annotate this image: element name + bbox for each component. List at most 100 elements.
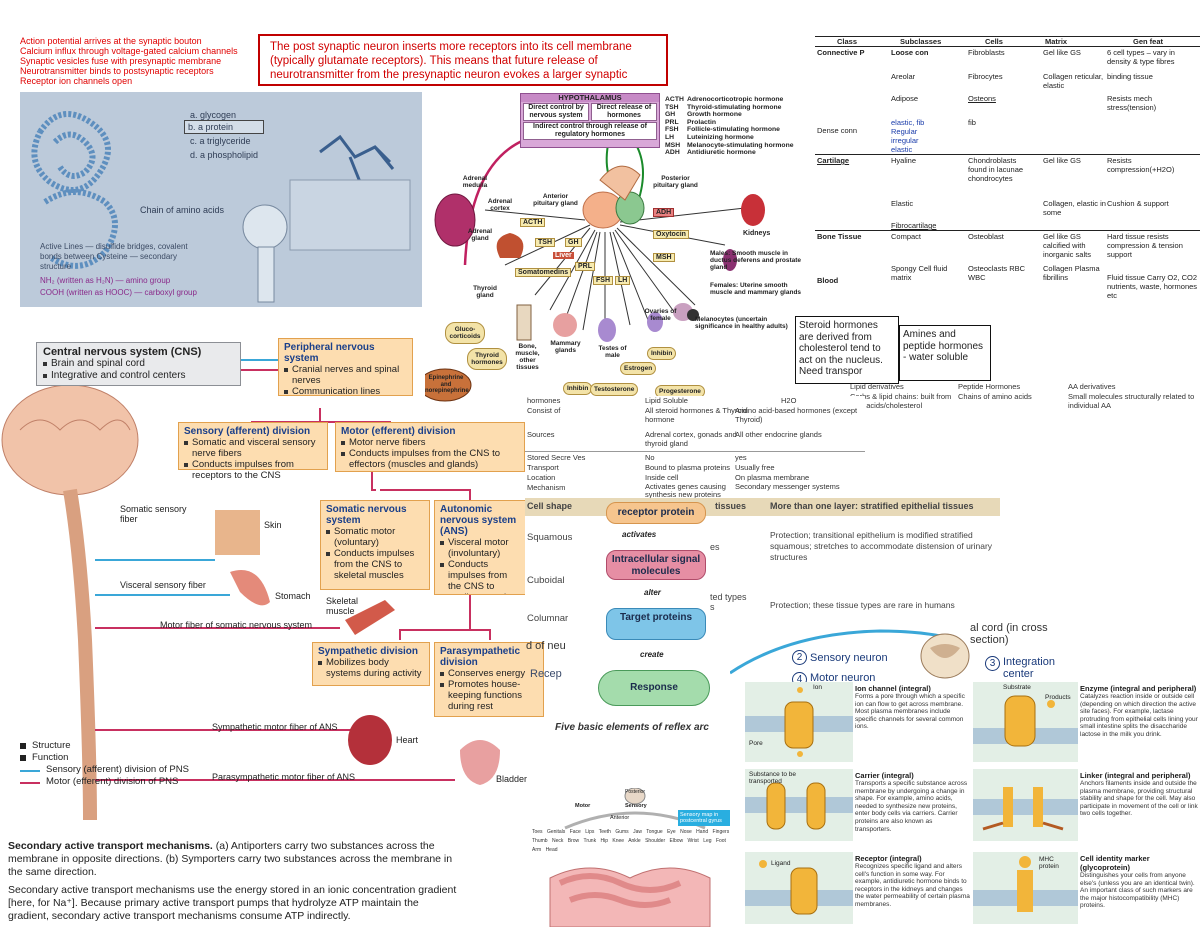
tissue-cell: Loose con xyxy=(891,48,929,57)
receptor-illustration: Ligand xyxy=(745,852,853,924)
parasympathetic-item: Promotes house-keeping functions during … xyxy=(440,679,538,712)
ion-channel-illustration: Ion Pore xyxy=(745,682,853,762)
label-somatomedins: Somatomedins xyxy=(515,268,572,277)
label-epinephrine: Epinephrine and norepinephrine xyxy=(425,375,469,394)
body-part: Hand xyxy=(696,829,709,835)
sol-cell: Stored Secre Ves xyxy=(527,453,586,462)
ans-item: Conducts impulses from the CNS to cardia… xyxy=(440,559,520,594)
label-integration-center: 3 Integration center xyxy=(985,656,1063,680)
motor-division-box: Motor (efferent) division Motor nerve fi… xyxy=(335,422,525,472)
tissue-cell: Adipose xyxy=(891,94,919,103)
identity-marker-desc: Cell identity marker (glycoprotein) Dist… xyxy=(1080,854,1200,910)
cns-box: Central nervous system (CNS) Brain and s… xyxy=(36,342,241,386)
enzyme-illustration: Substrate Products xyxy=(973,682,1078,762)
carrier-desc: Carrier (integral) Transports a specific… xyxy=(855,771,970,833)
pns-title: Peripheral nervous system xyxy=(284,342,375,364)
label-testes: Testes of male xyxy=(598,345,627,359)
sol-cell: Mechanism xyxy=(527,483,566,492)
cortex-drawing xyxy=(549,788,711,927)
tissue-cell: Resists compression(+H2O) xyxy=(1107,156,1175,174)
option-glycogen: a. glycogen xyxy=(190,110,237,120)
ltp-note-text: The post synaptic neuron inserts more re… xyxy=(270,41,632,81)
sol-cell: Bound to plasma proteins xyxy=(645,463,731,472)
tissue-cell: Gel like GS xyxy=(1043,156,1081,165)
option-phospholipid: d. a phospholipid xyxy=(190,150,259,160)
label-estrogen: Estrogen xyxy=(620,362,657,375)
label-bladder: Bladder xyxy=(496,774,528,784)
tissue-cell: Blood xyxy=(817,276,839,285)
epithelial-row-text: Protection; these tissue types are rare … xyxy=(770,600,955,610)
tag-substrate: Substrate xyxy=(1003,684,1031,691)
tissue-cell: Collagen reticular, elastic xyxy=(1043,72,1104,90)
hormone-col-lipid: Lipid derivatives xyxy=(850,382,904,391)
label-parasympathetic-motor: Parasympathetic motor fiber of ANS xyxy=(212,772,356,782)
tissue-cell: Dense conn xyxy=(817,126,858,135)
label-glucocorticoids: Gluco-corticoids xyxy=(445,322,485,344)
sol-cell: Sources xyxy=(527,430,555,439)
body-part: Hip xyxy=(600,838,608,844)
body-part: Thumb xyxy=(532,838,548,844)
ns-legend: Structure Function Sensory (afferent) di… xyxy=(20,740,200,788)
sol-cell: Inside cell xyxy=(645,473,679,482)
label-fsh: FSH xyxy=(593,276,613,285)
epithelial-header-left: Cell shape xyxy=(527,501,573,511)
sol-cell: Amino acid-based hormones (except Thyroi… xyxy=(735,406,858,424)
label-females: Females: Uterine smooth muscle and mamma… xyxy=(710,282,802,296)
sol-cell: Consist of xyxy=(527,406,561,415)
ans-box: Autonomic nervous system (ANS) Visceral … xyxy=(434,500,526,595)
somatic-item: Somatic motor (voluntary) xyxy=(326,526,424,548)
legend-motor: Motor (efferent) division of PNS xyxy=(20,776,200,788)
label-adrenal-medulla: Adrenal medulla xyxy=(462,175,488,189)
body-part: Face xyxy=(569,829,581,835)
label-gh: GH xyxy=(565,238,582,247)
label-acth: ACTH xyxy=(520,218,546,227)
macromolecule-panel: a. glycogen b. a protein c. a triglyceri… xyxy=(20,92,422,307)
tissue-cell: Connective P xyxy=(817,48,865,57)
label-males: Males: Smooth muscle in ductus deferens … xyxy=(710,250,802,271)
amino-group-note: NH₂ (written as H₂N) — amino group xyxy=(40,276,171,285)
ltp-note-box: The post synaptic neuron inserts more re… xyxy=(258,34,668,86)
hormone-cell: Chains of amino acids xyxy=(958,392,1032,401)
sol-cell: Transport xyxy=(527,463,559,472)
motor-division-title: Motor (efferent) division xyxy=(341,426,456,437)
label-thyroid-hormones: Thyroid hormones xyxy=(467,348,507,370)
tissue-cell: Spongy Cell fluid matrix xyxy=(891,264,948,282)
tissue-cell: Chondroblasts found in lacunae chondrocy… xyxy=(968,156,1024,183)
body-part: Eye xyxy=(667,829,676,835)
transport-caption-line2: Secondary active transport mechanisms us… xyxy=(8,884,457,922)
label-motor-somatic: Motor fiber of somatic nervous system xyxy=(160,620,313,630)
direct-control: Direct control by nervous system xyxy=(523,103,589,121)
tag-pore: Pore xyxy=(749,740,763,747)
label-stomach: Stomach xyxy=(275,591,311,601)
label-posterior-pituitary: Posterior pituitary gland xyxy=(653,175,698,189)
transport-caption-title: Secondary active transport mechanisms. xyxy=(8,840,213,852)
body-part: Foot xyxy=(715,838,726,844)
sympathetic-title: Sympathetic division xyxy=(318,646,419,657)
tissue-header-genfeat: Gen feat xyxy=(1133,37,1164,46)
somatic-item: Conducts impulses from the CNS to skelet… xyxy=(326,548,424,581)
reflex-step-badge: 3 xyxy=(985,656,1000,671)
label-tsh: TSH xyxy=(535,238,555,247)
tissue-cell: Fibroblasts xyxy=(968,48,1005,57)
label-melanocytes: Melanocytes (uncertain significance in h… xyxy=(695,316,788,330)
tissue-cell: Resists mech stress(tension) xyxy=(1107,94,1157,112)
amine-note: Amines and peptide hormones - water solu… xyxy=(899,325,991,381)
pns-item: Cranial nerves and spinal nerves xyxy=(284,364,407,386)
label-liver: Liver xyxy=(553,252,574,259)
carrier-title: Carrier (integral) xyxy=(855,771,914,780)
label-adrenal-gland: Adrenal gland xyxy=(467,228,493,242)
parasympathetic-item: Conserves energy xyxy=(440,668,538,679)
label-mammary: Mammary glands xyxy=(550,340,581,354)
tissue-cell: Hyaline xyxy=(891,156,917,165)
body-part: Shoulder xyxy=(645,838,666,844)
body-part: Lips xyxy=(585,829,595,835)
synapse-step: Neurotransmitter binds to postsynaptic r… xyxy=(20,66,214,76)
synapse-step: Action potential arrives at the synaptic… xyxy=(20,36,202,46)
linker-text: Anchors filaments inside and outside the… xyxy=(1080,780,1198,818)
epithelial-row-label: Columnar xyxy=(527,613,569,624)
ion-channel-title: Ion channel (integral) xyxy=(855,684,931,693)
label-kidneys: Kidneys xyxy=(743,230,771,237)
identity-marker-art xyxy=(973,856,1078,912)
